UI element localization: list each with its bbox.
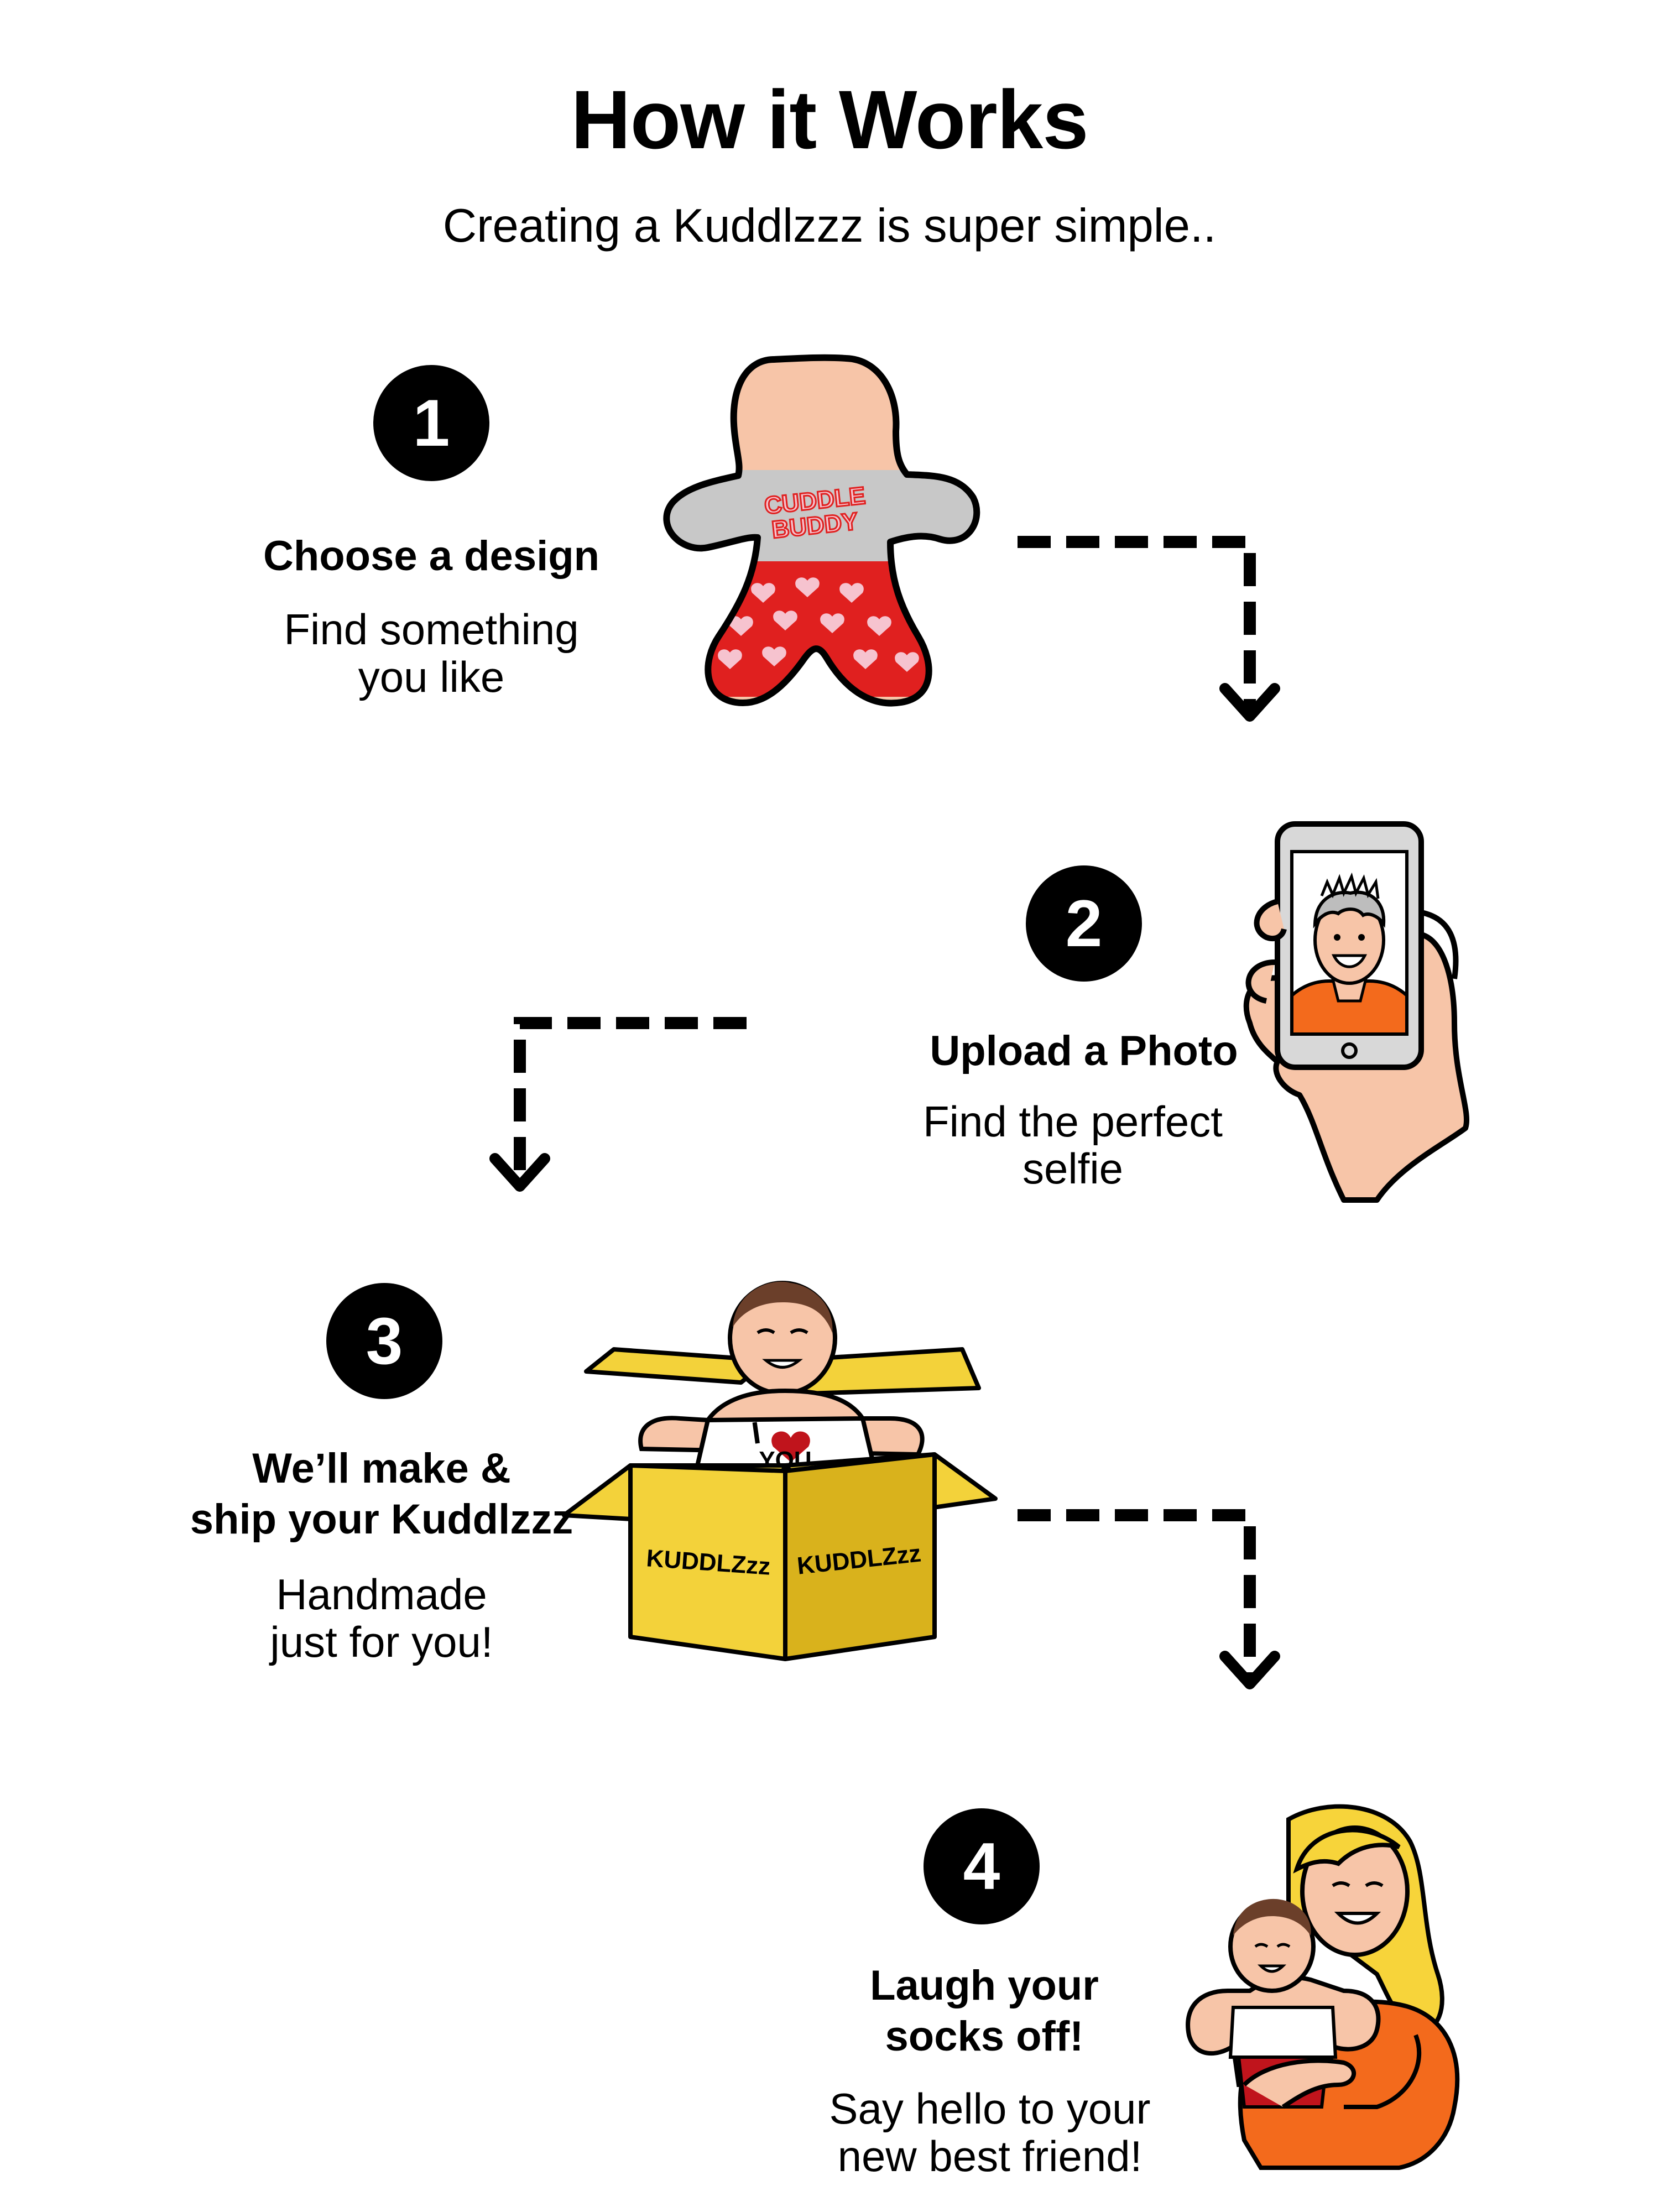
step-1-description-line1: Find something	[284, 605, 579, 654]
step-3-description-line2: just for you!	[270, 1618, 493, 1666]
page-title: How it Works	[571, 73, 1088, 166]
doll-in-box-icon: I YOU KUDDLZzz KUDDLZzz	[562, 1281, 998, 1661]
step-4-description-line2: new best friend!	[837, 2132, 1142, 2180]
step-3-description-line1: Handmade	[276, 1570, 487, 1619]
step-3-number: 3	[326, 1283, 442, 1399]
step-1-number: 1	[373, 365, 489, 481]
step-3-heading-line2: ship your Kuddlzzz	[190, 1496, 573, 1543]
step-2-number: 2	[1026, 865, 1142, 982]
step-4-heading-line2: socks off!	[885, 2013, 1084, 2060]
step-1-heading: Choose a design	[263, 533, 600, 580]
woman-hugging-doll-icon	[1186, 1804, 1460, 2170]
hand-holding-phone-icon	[1243, 821, 1470, 1203]
cuddle-buddy-doll-icon: CUDDLE BUDDY	[663, 354, 980, 707]
step-2-heading: Upload a Photo	[930, 1027, 1238, 1074]
page-subtitle: Creating a Kuddlzzz is super simple..	[442, 200, 1217, 252]
step-4-description-line1: Say hello to your	[829, 2084, 1151, 2133]
step-2-description-line2: selfie	[1022, 1144, 1124, 1193]
step-1-description-line2: you like	[358, 653, 505, 701]
dashed-arrow-icon	[1018, 536, 1280, 722]
dashed-arrow-icon	[1018, 1509, 1280, 1689]
step-4-heading-line1: Laugh your	[870, 1962, 1099, 2009]
dashed-arrow-icon	[489, 1017, 747, 1192]
step-4-number: 4	[924, 1808, 1040, 1924]
step-3-heading-line1: We’ll make &	[252, 1445, 511, 1492]
step-2-description-line1: Find the perfect	[923, 1097, 1223, 1146]
